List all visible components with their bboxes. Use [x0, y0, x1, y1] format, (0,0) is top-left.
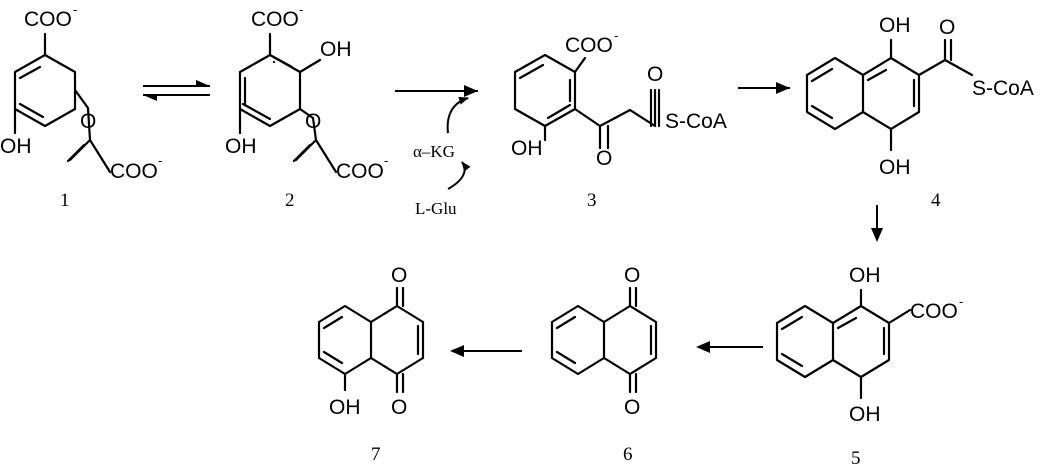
c2-carboxylate-charge: -	[299, 2, 303, 17]
c7-hydroxyl: OH	[329, 396, 361, 419]
c1-carboxylate-label-2: COO	[110, 160, 158, 183]
arrow-2-to-3: α–KG L-Glu	[395, 85, 478, 218]
c5-charge: -	[959, 294, 963, 309]
c3-hydroxyl: OH	[511, 137, 543, 160]
arrow-3-to-4	[738, 82, 790, 94]
equilibrium-arrow	[143, 80, 210, 101]
compound-number-3: 3	[587, 190, 597, 211]
c4-hydroxyl-top: OH	[879, 14, 911, 37]
arrow-6-to-7	[450, 345, 522, 357]
c3-thioester: S-CoA	[665, 110, 727, 133]
compound-2: COO - OH O OH COO - 2	[225, 2, 388, 211]
c6-oxygen-top: O	[624, 264, 640, 287]
c3-carboxylate-label: COO	[565, 34, 613, 57]
c4-carbonyl-oxygen: O	[939, 16, 955, 39]
c3-charge: -	[614, 28, 618, 43]
c2-charge-2: -	[384, 153, 388, 168]
c5-carboxylate-label: COO	[910, 300, 958, 323]
compound-5: OH COO - OH 5	[775, 264, 963, 469]
c2-hydroxyl: OH	[225, 135, 257, 158]
c1-ether-oxygen: O	[80, 110, 96, 133]
compound-number-2: 2	[285, 190, 295, 211]
compound-6: O O 6	[550, 264, 658, 465]
compound-number-4: 4	[931, 190, 941, 211]
c4-hydroxyl-bottom: OH	[879, 156, 911, 179]
c1-carboxylate-label: COO	[24, 8, 72, 31]
c5-hydroxyl-top: OH	[849, 264, 881, 287]
c2-ether-oxygen: O	[305, 110, 321, 133]
compound-number-5: 5	[851, 448, 861, 469]
c2-carboxylate-label: COO	[251, 8, 299, 31]
compound-4: OH O S-CoA OH 4	[805, 14, 1034, 211]
compound-number-7: 7	[371, 444, 381, 465]
arrow-5-to-6	[696, 341, 763, 353]
c3-carbonyl-oxygen-top: O	[647, 63, 663, 86]
c5-hydroxyl-bottom: OH	[849, 403, 881, 426]
compound-1: COO - O OH COO - 1	[0, 2, 162, 211]
compound-number-6: 6	[623, 444, 633, 465]
c7-oxygen-bottom: O	[391, 396, 407, 419]
c2-hydroxyl-top: OH	[320, 38, 352, 61]
c1-hydroxyl: OH	[0, 135, 32, 158]
c7-oxygen-top: O	[391, 264, 407, 287]
c1-charge-2: -	[158, 153, 162, 168]
c4-thioester: S-CoA	[972, 77, 1034, 100]
c3-carbonyl-oxygen-bottom: O	[596, 147, 612, 170]
arrow-4-to-5	[871, 205, 883, 242]
cofactor-l-glu: L-Glu	[415, 199, 457, 218]
compound-number-1: 1	[60, 190, 70, 211]
c1-carboxylate-charge: -	[73, 2, 77, 17]
compound-3: COO - O S-CoA OH O 3	[511, 28, 727, 211]
cofactor-alpha-kg: α–KG	[413, 142, 455, 161]
c6-oxygen-bottom: O	[624, 396, 640, 419]
compound-7: O O OH 7	[317, 264, 425, 465]
c2-carboxylate-label-2: COO	[336, 160, 384, 183]
